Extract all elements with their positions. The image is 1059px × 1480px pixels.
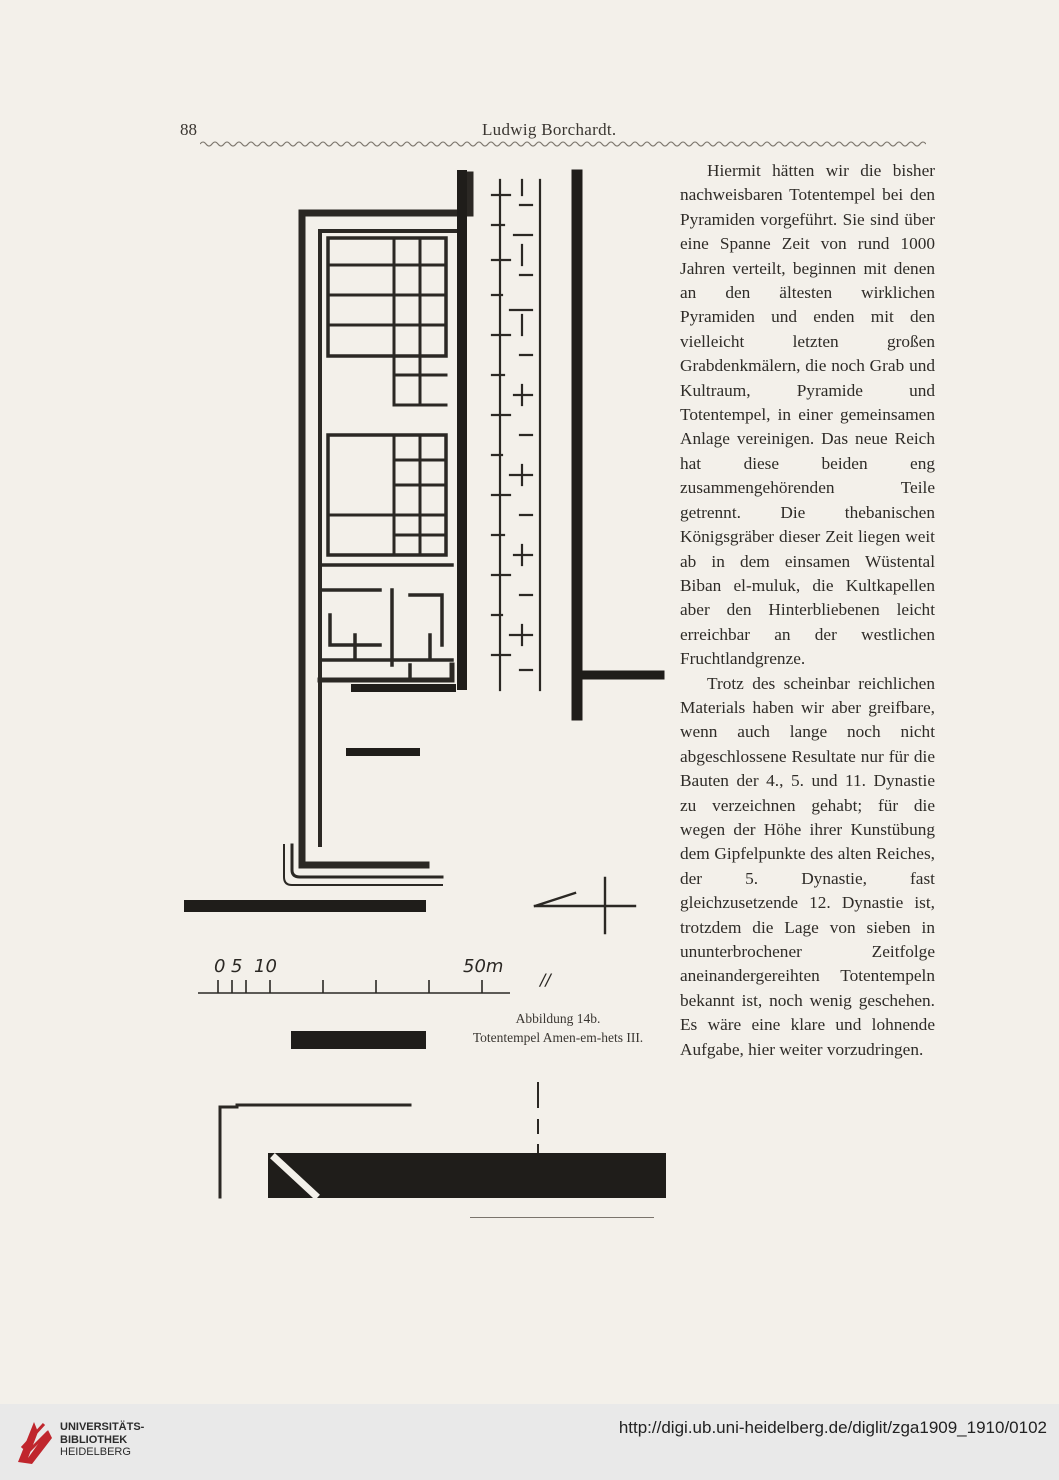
plan-room-block-lower [326,433,448,557]
library-name-line1: UNIVERSITÄTS- [60,1421,145,1433]
scale-label-0: 0 [214,956,225,977]
scale-label-50m: 50m [463,956,503,977]
caption-figure-number: Abbildung 14b. [515,1011,601,1026]
running-head: 88 Ludwig Borchardt. [180,120,920,146]
digitization-footer: UNIVERSITÄTS- BIBLIOTHEK HEIDELBERG http… [0,1404,1059,1480]
permalink-url[interactable]: http://digi.ub.uni-heidelberg.de/diglit/… [618,1418,1047,1437]
plan-block-lower [268,1153,666,1198]
library-name-line3: HEIDELBERG [60,1446,131,1458]
running-title: Ludwig Borchardt. [482,120,617,139]
scale-label-5: 5 [231,956,242,977]
page-number: 88 [180,120,197,139]
library-name: UNIVERSITÄTS- BIBLIOTHEK HEIDELBERG [60,1421,144,1459]
plan-enclosure-outer [298,171,474,869]
plan-enclosure-inner [318,229,462,847]
caption-divider [470,1217,654,1218]
scale-bar [198,980,510,994]
figure-caption: Abbildung 14b. Totentempel Amen-em-hets … [440,1009,676,1047]
wavy-header-rule [200,141,926,147]
temple-plan-figure: 0 5 10 50m // [184,169,666,1200]
body-text-column: Hiermit hätten wir die bisher nachweisba… [680,159,935,1062]
caption-figure-title: Totentempel Amen-em-hets III. [472,1030,644,1045]
plan-column-rows [490,178,542,692]
library-logo-icon [18,1422,52,1464]
plan-room-block-upper [326,236,448,358]
library-name-line2: BIBLIOTHEK [60,1433,128,1446]
scale-label-10: 10 [254,956,277,977]
paragraph-1: Hiermit hätten wir die bisher nachweisba… [680,161,935,669]
paragraph-2: Trotz des scheinbar reichlichen Material… [680,673,935,1059]
scale-mark: // [538,970,552,989]
north-arrow [533,876,637,935]
scanned-page: 88 Ludwig Borchardt. [180,120,935,1218]
